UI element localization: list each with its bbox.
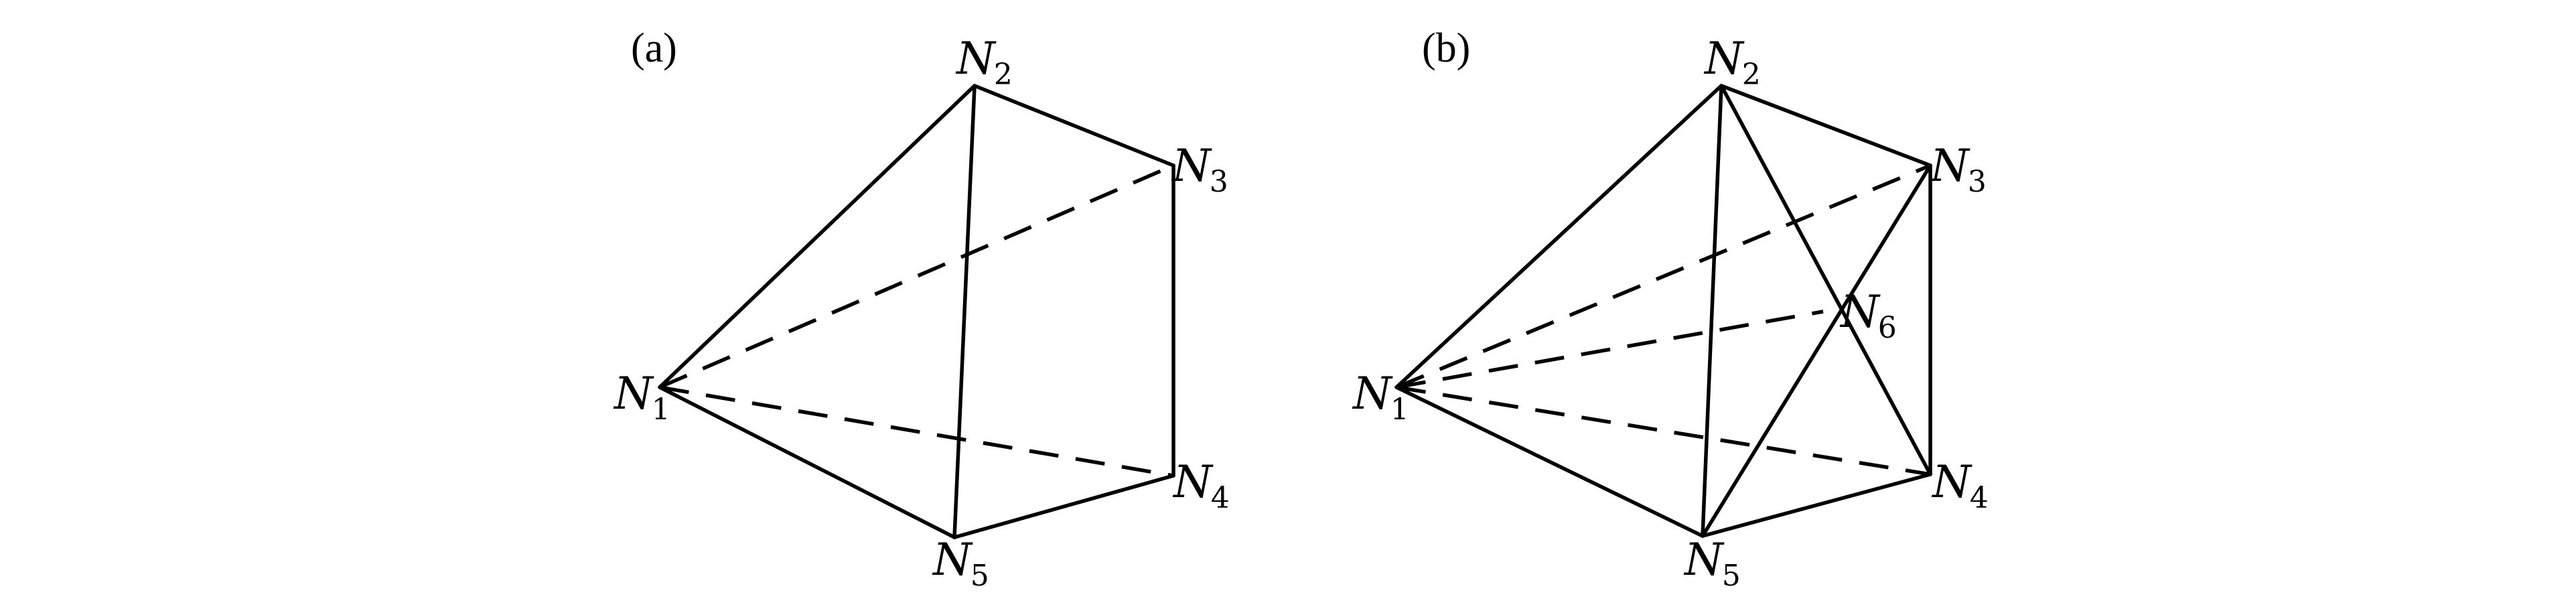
node-subscript: 1: [1390, 393, 1409, 427]
edge-n1-n3: [658, 163, 1175, 389]
edge-n4-n5: [1701, 472, 1932, 538]
panel-a-label: (a): [631, 25, 677, 71]
edge-n5-n1: [1394, 385, 1705, 538]
edge-n1-n3: [1395, 163, 1932, 389]
node-subscript: 6: [1878, 311, 1897, 345]
node-label-n3: N3: [1171, 140, 1228, 199]
edge-n1-n2: [658, 84, 977, 389]
node-letter: N: [1931, 456, 1973, 508]
node-label-n6: N6: [1839, 286, 1897, 345]
node-letter: N: [613, 368, 654, 419]
node-subscript: 5: [971, 559, 989, 593]
node-label-n1: N1: [613, 368, 670, 427]
node-label-n1: N1: [1352, 368, 1409, 427]
edge-n2-n3: [973, 84, 1175, 167]
edge-n2-n5: [1701, 84, 1723, 538]
node-label-n4: N4: [1931, 456, 1989, 515]
node-subscript: 4: [1970, 481, 1989, 515]
node-subscript: 5: [1722, 559, 1741, 593]
edge-n1-n4: [659, 385, 1174, 478]
node-letter: N: [1703, 33, 1745, 84]
node-letter: N: [1929, 140, 1971, 192]
node-letter: N: [955, 33, 997, 84]
panel-a-edges: [658, 84, 1175, 539]
node-subscript: 3: [1210, 165, 1228, 199]
edge-n1-n4: [1396, 385, 1931, 476]
node-label-n5: N5: [932, 534, 989, 593]
edge-n5-n1: [658, 385, 956, 539]
node-letter: N: [1683, 534, 1725, 586]
node-subscript: 2: [994, 58, 1013, 92]
node-letter: N: [1172, 456, 1214, 508]
node-label-n5: N5: [1683, 534, 1741, 593]
node-letter: N: [932, 534, 973, 586]
node-label-n3: N3: [1929, 140, 1987, 199]
panel-b-label: (b): [1422, 25, 1470, 71]
edge-n2-n4: [1719, 84, 1932, 476]
node-subscript: 4: [1211, 481, 1230, 515]
panel-b-edges: [1394, 84, 1932, 538]
node-subscript: 2: [1742, 58, 1761, 92]
node-letter: N: [1171, 140, 1212, 192]
edge-n2-n3: [1719, 84, 1932, 167]
edge-n4-n5: [952, 474, 1175, 539]
node-letter: N: [1839, 286, 1881, 338]
edge-n3-n5: [1701, 163, 1932, 538]
edge-n1-n6: [1396, 310, 1824, 389]
node-subscript: 1: [652, 393, 670, 427]
node-label-n2: N2: [955, 33, 1013, 92]
edge-n2-n5: [952, 84, 977, 539]
node-label-n2: N2: [1703, 33, 1761, 92]
node-subscript: 3: [1968, 165, 1987, 199]
edge-n1-n2: [1394, 84, 1723, 389]
node-letter: N: [1352, 368, 1393, 419]
node-label-n4: N4: [1172, 456, 1230, 515]
